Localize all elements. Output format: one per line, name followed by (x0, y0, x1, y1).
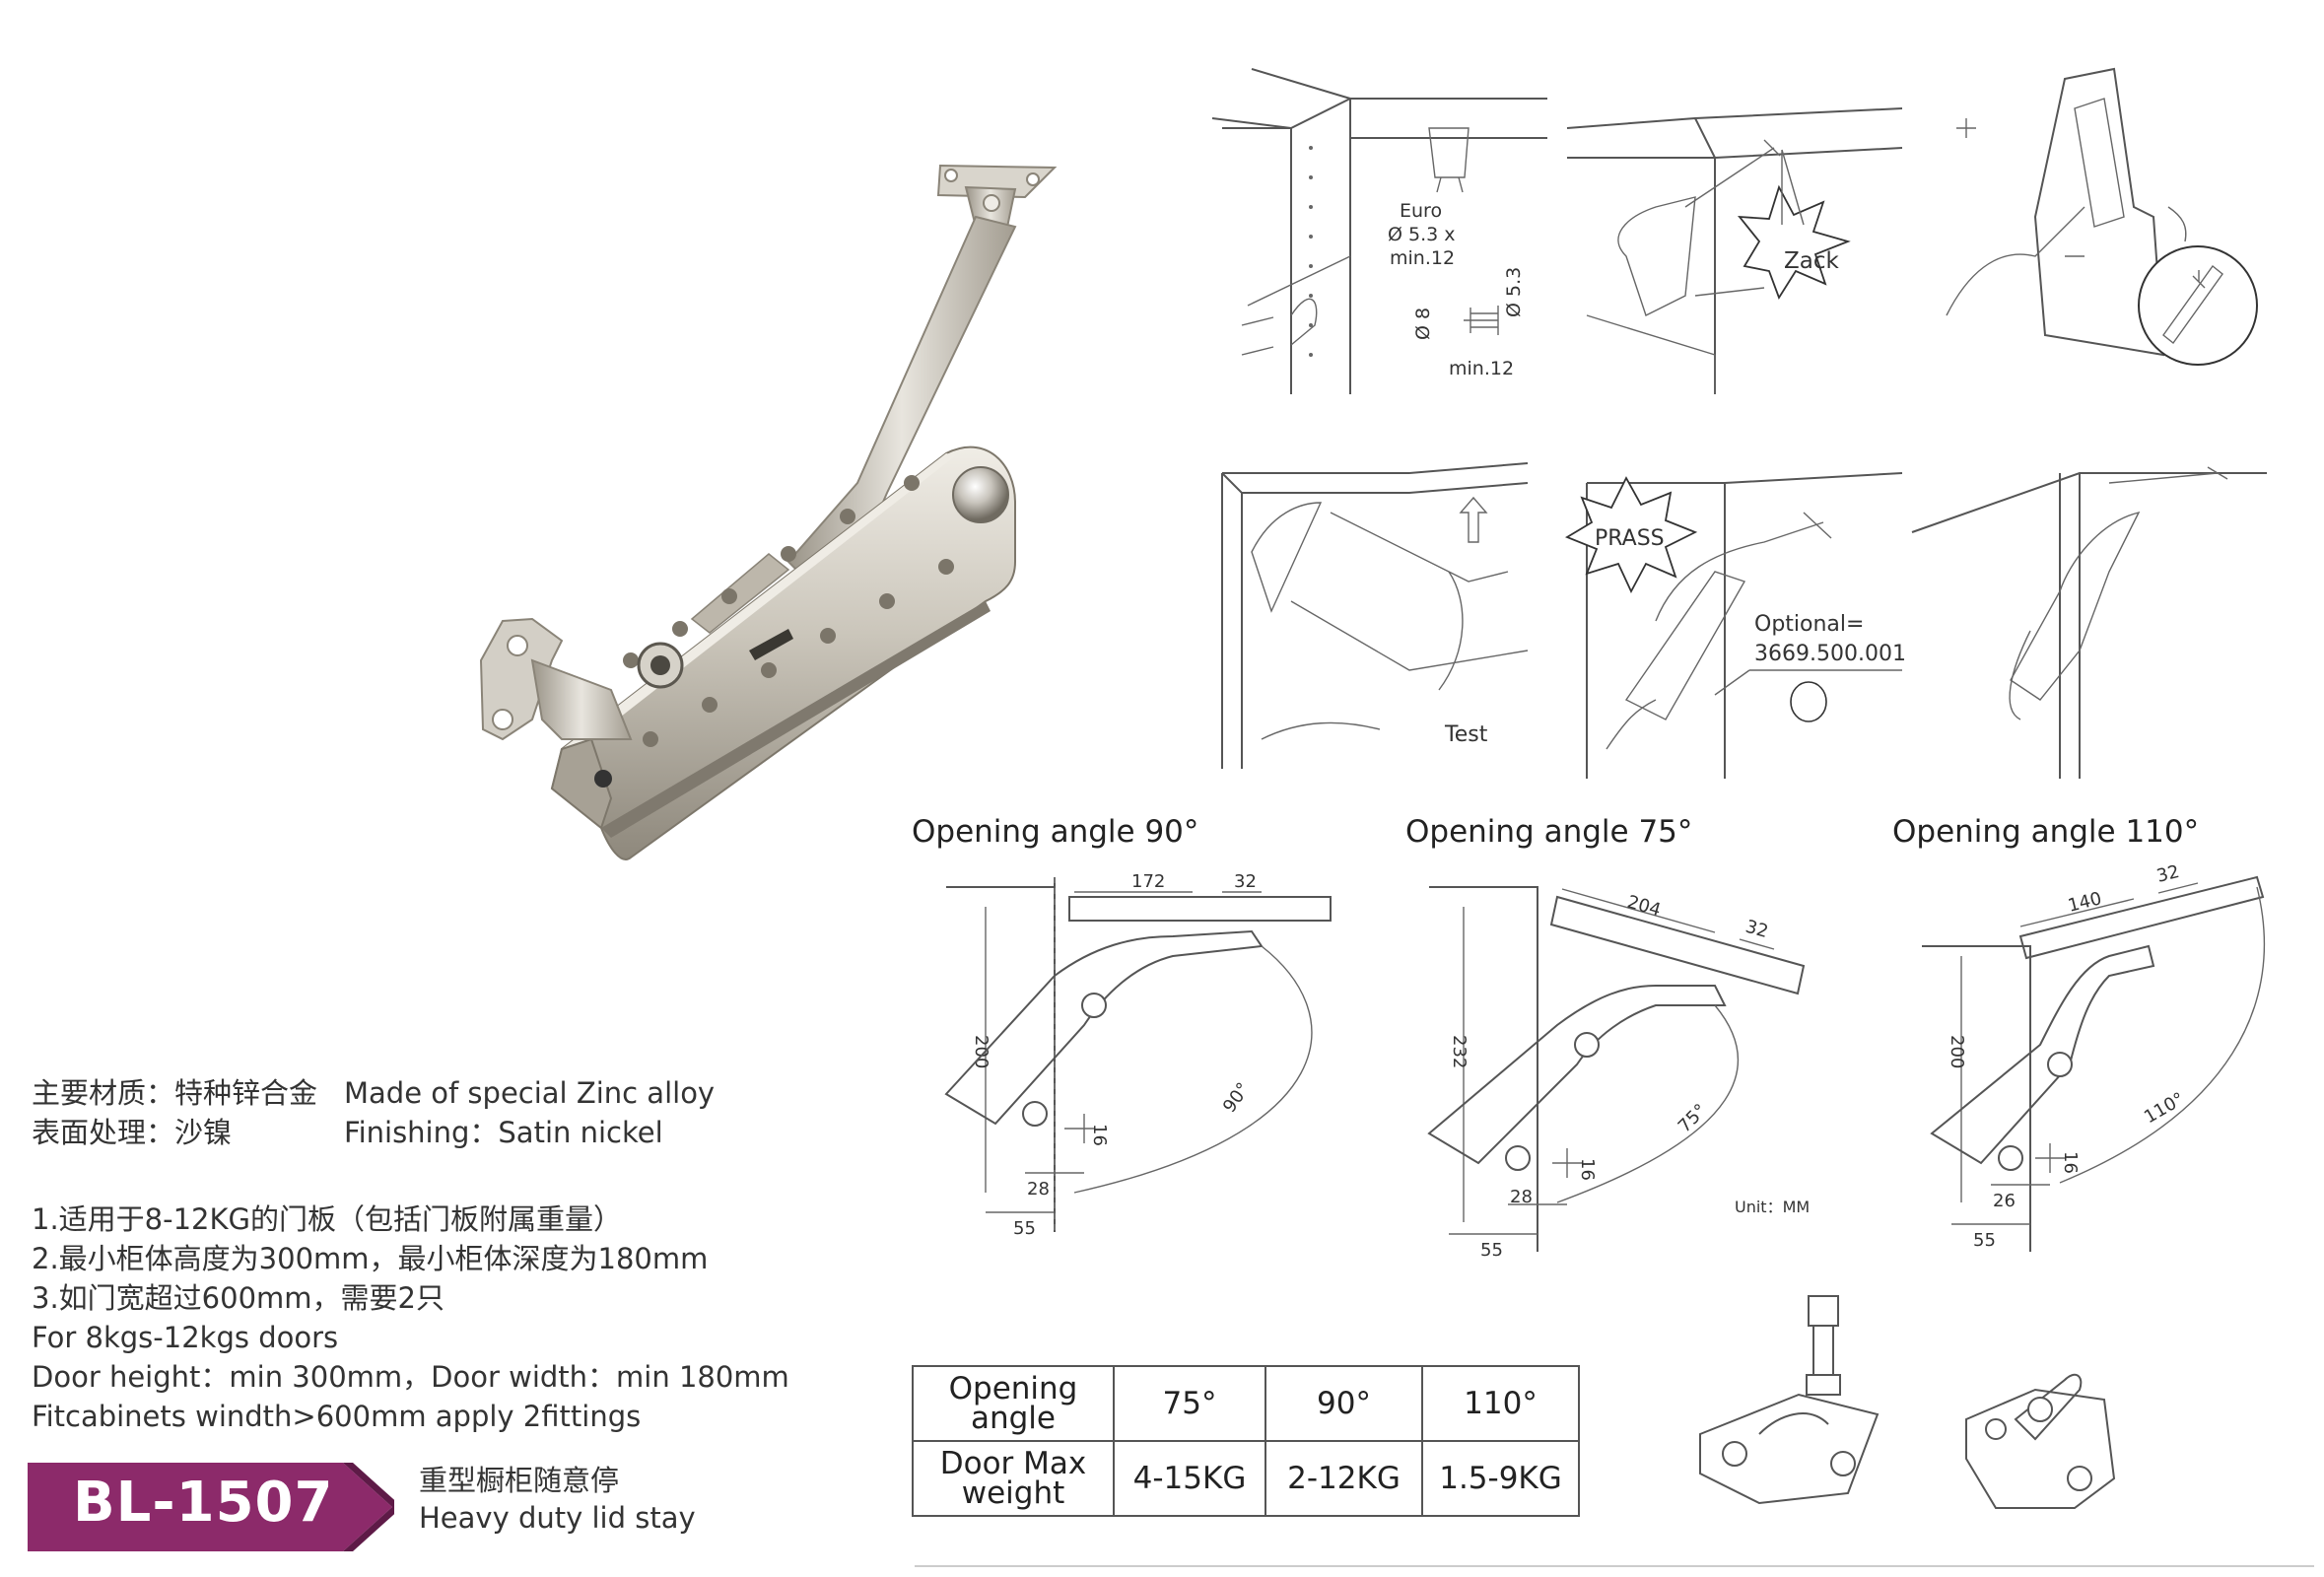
angle-90-label: 90° (1219, 1079, 1255, 1117)
install-step-6-drawing (1912, 453, 2267, 779)
model-name-cn: 重型橱柜随意停 (419, 1464, 620, 1497)
table-cell: 4-15KG (1113, 1440, 1266, 1517)
dim-200-c: 200 (1947, 1035, 1967, 1068)
dim-140: 140 (2066, 888, 2103, 917)
angle-110-label: 110° (2141, 1088, 2188, 1128)
dia-53-label: Ø 5.3 (1503, 267, 1525, 317)
model-badge: BL-1507 (28, 1463, 394, 1551)
dim-16-c: 16 (2060, 1151, 2081, 1174)
angle-90-title: Opening angle 90° (912, 814, 1199, 850)
table-cell: 2-12KG (1265, 1440, 1423, 1517)
dim-26: 26 (1993, 1191, 2016, 1211)
angle-75-title: Opening angle 75° (1405, 814, 1693, 850)
install-step-5-drawing: PRASS Optional= 3669.500.001 (1567, 453, 1906, 779)
install-step-1-drawing: Euro Ø 5.3 x min.12 Ø 8 Ø 5.3 min.12 (1212, 59, 1547, 394)
dia-8-label: Ø 8 (1412, 308, 1434, 340)
angle-110-diagram: 140 32 200 110° 16 26 55 (1912, 861, 2306, 1262)
spec-line: 1.适用于8-12KG的门板（包括门板附属重量） (32, 1202, 622, 1236)
install-step-4-drawing: Test (1212, 453, 1547, 769)
table-row: Door Max weight 4-15KG 2-12KG 1.5-9KG (912, 1440, 1580, 1517)
finish-en: Finishing：Satin nickel (344, 1116, 663, 1149)
min-12-label: min.12 (1449, 358, 1514, 379)
finish-cn: 表面处理：沙镍 (32, 1116, 233, 1149)
bracket-drawing-2 (1956, 1360, 2153, 1518)
euro-dia-label: Ø 5.3 x (1388, 224, 1456, 245)
test-label: Test (1444, 722, 1488, 747)
spec-line: Fitcabinets windth>600mm apply 2fittings (32, 1400, 642, 1433)
table-header-opening-angle: Opening angle (912, 1365, 1115, 1442)
optional-code: 3669.500.001 (1754, 642, 1906, 666)
table-cell: 110° (1421, 1365, 1580, 1442)
prass-label: PRASS (1595, 526, 1665, 551)
install-step-3-drawing (1927, 59, 2262, 394)
dim-32-b: 32 (1743, 917, 1771, 943)
dim-55: 55 (1013, 1218, 1036, 1239)
material-en: Made of special Zinc alloy (344, 1076, 716, 1110)
dim-28-b: 28 (1510, 1187, 1533, 1207)
spec-line: 2.最小柜体高度为300mm，最小柜体深度为180mm (32, 1242, 709, 1275)
dim-32-c: 32 (2154, 861, 2181, 887)
bracket-drawing-1 (1690, 1286, 1887, 1513)
table-cell: 1.5-9KG (1421, 1440, 1580, 1517)
dim-55-c: 55 (1973, 1230, 1996, 1251)
dim-172: 172 (1131, 871, 1165, 892)
optional-label: Optional= (1754, 612, 1864, 637)
angle-110-title: Opening angle 110° (1892, 814, 2200, 850)
dim-16: 16 (1089, 1124, 1110, 1146)
dim-232: 232 (1449, 1035, 1470, 1068)
angle-weight-table: Opening angle 75° 90° 110° Door Max weig… (912, 1365, 1580, 1517)
table-row: Opening angle 75° 90° 110° (912, 1365, 1580, 1442)
table-header-door-weight: Door Max weight (912, 1440, 1115, 1517)
euro-label: Euro (1400, 200, 1442, 222)
zack-label: Zack (1784, 248, 1839, 274)
table-cell: 75° (1113, 1365, 1266, 1442)
angle-75-label: 75° (1675, 1100, 1711, 1136)
material-cn: 主要材质：特种锌合金 (32, 1076, 318, 1110)
spec-list: 1.适用于8-12KG的门板（包括门板附属重量） 2.最小柜体高度为300mm，… (32, 1200, 789, 1436)
model-name-en: Heavy duty lid stay (419, 1501, 696, 1535)
angle-90-diagram: 172 32 200 90° 16 28 55 (936, 871, 1360, 1239)
dim-16-b: 16 (1577, 1158, 1598, 1181)
dim-28: 28 (1027, 1179, 1050, 1200)
angle-75-diagram: 204 32 232 75° 16 28 55 Unit：MM (1419, 877, 1810, 1261)
table-cell: 90° (1265, 1365, 1423, 1442)
dim-55-b: 55 (1480, 1240, 1503, 1261)
install-step-2-drawing: Zack (1567, 59, 1902, 394)
footer-divider (915, 1565, 2314, 1567)
lid-stay-photo (237, 148, 1104, 877)
spec-line: Door height：min 300mm，Door width：min 180… (32, 1360, 789, 1394)
spec-line: 3.如门宽超过600mm，需要2只 (32, 1281, 444, 1315)
unit-label: Unit：MM (1735, 1198, 1810, 1216)
spec-line: For 8kgs-12kgs doors (32, 1321, 339, 1354)
dim-32: 32 (1234, 871, 1257, 892)
euro-min-label: min.12 (1390, 247, 1455, 269)
badge-shape (28, 1463, 394, 1551)
model-code: BL-1507 (73, 1471, 334, 1535)
